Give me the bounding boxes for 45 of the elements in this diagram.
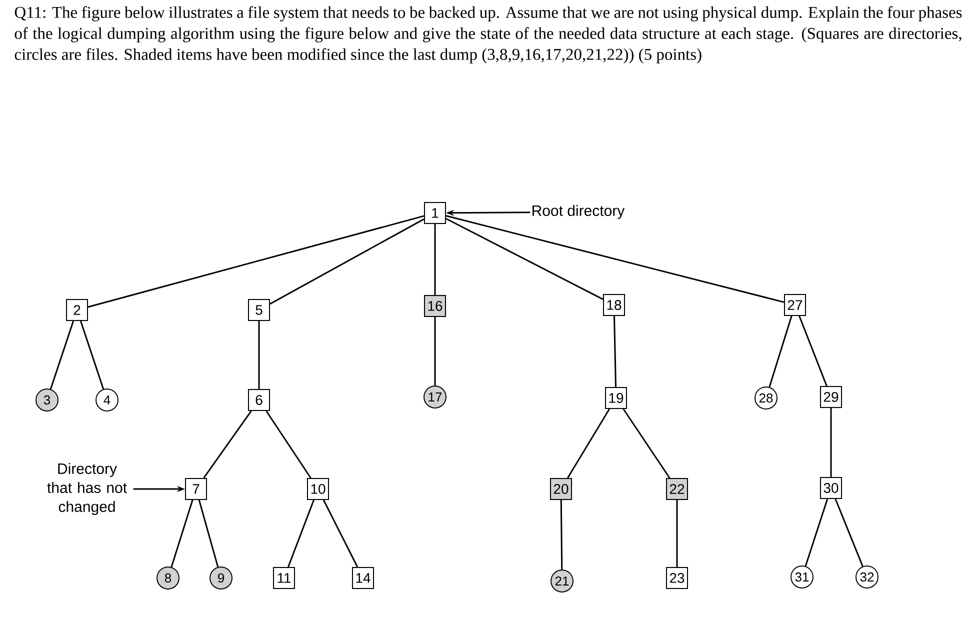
annotation-text: Root directory <box>532 205 625 219</box>
tree-line <box>434 224 436 295</box>
directory-square: 19 <box>605 387 627 409</box>
tree-line <box>560 500 563 570</box>
tree-line <box>266 410 312 478</box>
tree-line <box>288 500 314 568</box>
tree-line <box>567 408 610 478</box>
tree-line <box>50 320 74 390</box>
tree-line <box>676 500 678 567</box>
directory-square: 16 <box>424 294 446 317</box>
directory-square: 1 <box>424 202 446 224</box>
tree-line <box>203 410 252 478</box>
directory-square: 7 <box>185 478 207 500</box>
tree-line <box>768 316 792 388</box>
tree-line <box>446 215 784 303</box>
directory-square: 27 <box>784 294 806 316</box>
tree-line <box>258 320 260 389</box>
tree-line <box>434 316 436 386</box>
tree-line <box>322 500 358 568</box>
directory-square: 6 <box>248 388 270 411</box>
directory-square: 2 <box>66 298 88 321</box>
directory-square: 20 <box>550 478 572 500</box>
tree-line <box>88 215 424 308</box>
directory-square: 14 <box>352 566 374 589</box>
tree-line <box>170 500 194 568</box>
tree-line <box>80 320 104 390</box>
directory-square: 10 <box>307 478 329 500</box>
tree-line <box>798 316 828 386</box>
tree-line <box>614 316 617 387</box>
directory-square: 29 <box>820 386 842 408</box>
tree-line <box>830 408 832 477</box>
tree-line <box>270 218 424 305</box>
directory-square: 5 <box>248 298 270 321</box>
question-text: Q11: The figure below illustrates a file system that needs to be backed up. Assume that we are not using physical dump. Explain the four phases of the logical dumping algorithm using the figure below and give the state of the needed data structure at each stage. (Squares are directories, circles are files. Shaded items have been modified since the last dump (3,8,9,16,17,20,21,22)) (5 points) <box>14 6 962 64</box>
tree-line <box>834 498 864 567</box>
directory-square: 18 <box>603 294 625 316</box>
tree-line <box>622 408 670 478</box>
tree-line <box>804 498 828 566</box>
directory-square: 23 <box>666 566 688 589</box>
directory-square: 11 <box>273 566 295 589</box>
directory-square: 22 <box>666 478 688 500</box>
tree-line <box>446 218 604 300</box>
annotation-text: Directory that has not changed <box>47 463 127 515</box>
directory-square: 30 <box>820 476 842 499</box>
tree-line <box>198 500 219 568</box>
